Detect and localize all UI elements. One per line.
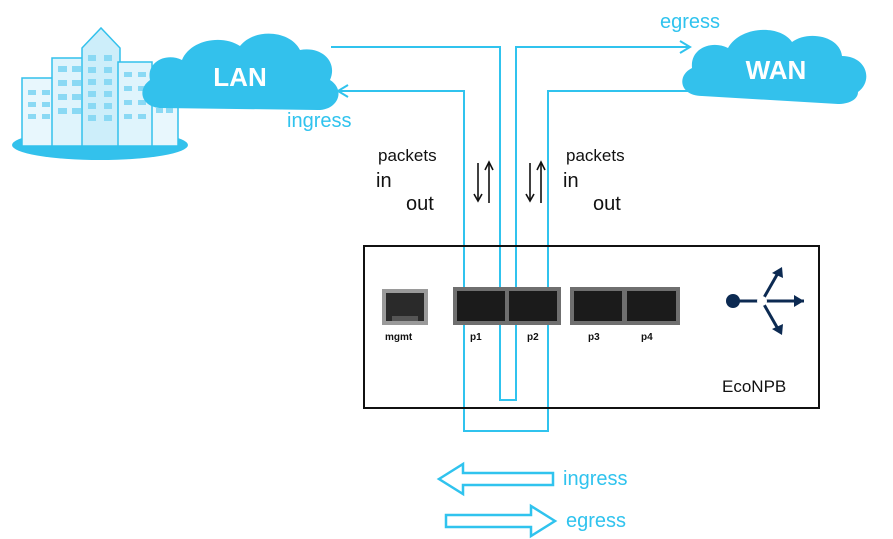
ingress-path [340,90,690,432]
legend-egress-label: egress [566,510,626,532]
left-packets-annotation: packets in out [376,146,494,215]
mgmt-port [382,289,428,325]
legend: ingress egress [436,461,627,539]
legend-ingress-label: ingress [563,468,627,490]
lan-building-icon [12,26,188,160]
top-egress-label: egress [660,11,720,33]
port-p2-label: p2 [527,332,539,343]
egress-path [331,46,688,401]
lan-label: LAN [213,62,266,92]
port-p1-label: p1 [470,332,482,343]
right-packets-label: packets [566,146,625,165]
lan-cloud: LAN [142,33,339,110]
egress-arrowhead [679,40,692,54]
left-out-label: out [406,193,434,215]
econpb-device: mgmt p1 p2 p3 p4 EcoNPB [363,245,820,409]
device-name-label: EcoNPB [722,377,786,396]
right-direction-arrows-icon [525,160,546,203]
network-tap-icon [726,267,804,335]
wan-label: WAN [746,55,807,85]
left-packets-label: packets [378,146,437,165]
left-in-label: in [376,170,392,192]
wan-cloud: WAN [682,29,867,105]
right-out-label: out [593,193,621,215]
legend-egress-arrow-icon [444,503,558,539]
sfp-port-group-2 [570,287,680,325]
left-ingress-label: ingress [287,110,351,132]
legend-ingress-arrow-icon [436,461,555,497]
sfp-port-group-1 [453,287,561,325]
mgmt-port-label: mgmt [385,332,413,343]
left-direction-arrows-icon [473,160,494,203]
traffic-paths [331,40,692,432]
right-packets-annotation: packets in out [525,146,625,215]
ingress-arrowhead [336,84,349,98]
port-p3-label: p3 [588,332,600,343]
right-in-label: in [563,170,579,192]
port-p4-label: p4 [641,332,653,343]
